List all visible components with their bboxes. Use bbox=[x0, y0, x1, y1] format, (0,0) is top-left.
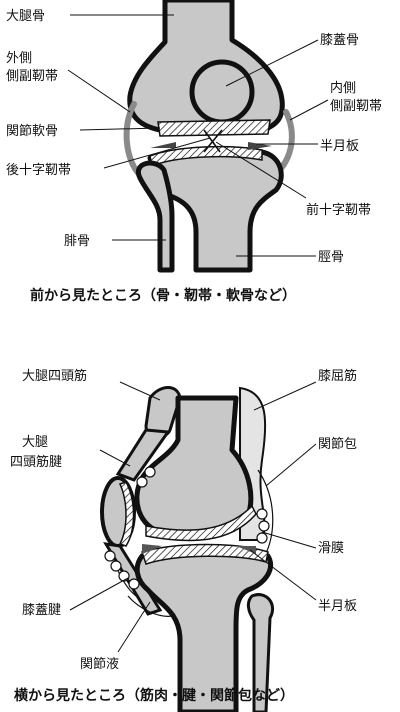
leader-quad-tendon bbox=[99, 449, 131, 467]
meniscus-side-front bbox=[142, 544, 162, 554]
caption-front: 前から見たところ（骨・靭帯・軟骨など） bbox=[30, 287, 296, 304]
leader-meniscus-side bbox=[249, 549, 317, 601]
label-synovium: 滑膜 bbox=[318, 541, 344, 556]
side-view: 大腿四頭筋 膝屈筋 大腿 四頭筋腱 関節包 滑膜 膝蓋腱 半月板 関節液 横から… bbox=[10, 368, 357, 712]
label-femur: 大腿骨 bbox=[6, 9, 45, 24]
label-lcl-line1: 外側 bbox=[6, 51, 32, 66]
leader-mcl bbox=[289, 99, 329, 121]
label-capsule: 関節包 bbox=[318, 437, 357, 452]
leader-cartilage bbox=[79, 127, 161, 131]
label-tibia: 脛骨 bbox=[318, 250, 344, 265]
leader-patellar-tendon bbox=[69, 577, 129, 611]
label-patella: 膝蓋骨 bbox=[320, 33, 359, 48]
label-quad-tendon-line1: 大腿 bbox=[22, 435, 48, 450]
leader-synovium bbox=[261, 531, 317, 549]
label-meniscus-front: 半月板 bbox=[320, 139, 359, 154]
label-quadriceps: 大腿四頭筋 bbox=[22, 368, 87, 384]
leader-pcl bbox=[103, 137, 211, 169]
leader-hamstrings bbox=[253, 381, 317, 411]
label-hamstrings: 膝屈筋 bbox=[318, 368, 357, 384]
label-meniscus-side: 半月板 bbox=[318, 599, 357, 614]
leader-acl bbox=[215, 141, 307, 199]
quadriceps-tendon bbox=[115, 428, 171, 482]
synovial-fluid bbox=[127, 595, 173, 617]
label-mcl-line1: 内側 bbox=[330, 80, 356, 96]
label-lcl-line2: 側副靭帯 bbox=[6, 69, 58, 84]
femur-cartilage-front bbox=[157, 119, 271, 137]
patella-cartilage-side bbox=[118, 481, 135, 547]
patella-front bbox=[189, 59, 255, 125]
fibula-front bbox=[135, 160, 175, 273]
leader-synovial-fluid bbox=[117, 601, 151, 653]
cruciate-ligament-b bbox=[203, 129, 223, 153]
leader-quadriceps bbox=[119, 381, 161, 401]
label-quad-tendon-line2: 四頭筋腱 bbox=[10, 454, 62, 470]
tibia-cartilage-front bbox=[149, 145, 263, 168]
synovium bbox=[104, 466, 270, 590]
femur-cartilage-side bbox=[145, 504, 257, 542]
leader-lcl bbox=[67, 69, 131, 113]
front-view: 大腿骨 膝蓋骨 外側 側副靭帯 内側 側副靭帯 関節軟骨 半月板 後十字靭帯 前… bbox=[6, 0, 382, 304]
label-synovial-fluid: 関節液 bbox=[80, 657, 119, 672]
meniscus-side-back bbox=[236, 546, 256, 554]
meniscus-front-left bbox=[150, 142, 176, 148]
meniscus-front-right bbox=[248, 142, 272, 150]
label-pcl: 後十字靭帯 bbox=[6, 163, 71, 178]
label-cartilage: 関節軟骨 bbox=[6, 123, 58, 139]
label-mcl-line2: 側副靭帯 bbox=[330, 99, 382, 114]
label-patellar-tendon: 膝蓋腱 bbox=[22, 603, 61, 618]
fibula-side bbox=[246, 593, 275, 712]
caption-side: 横から見たところ（筋肉・腱・関節包など） bbox=[14, 687, 294, 704]
leader-patella bbox=[225, 39, 319, 87]
label-acl: 前十字靭帯 bbox=[306, 202, 371, 218]
leader-capsule bbox=[265, 443, 317, 487]
label-fibula: 腓骨 bbox=[64, 233, 90, 249]
